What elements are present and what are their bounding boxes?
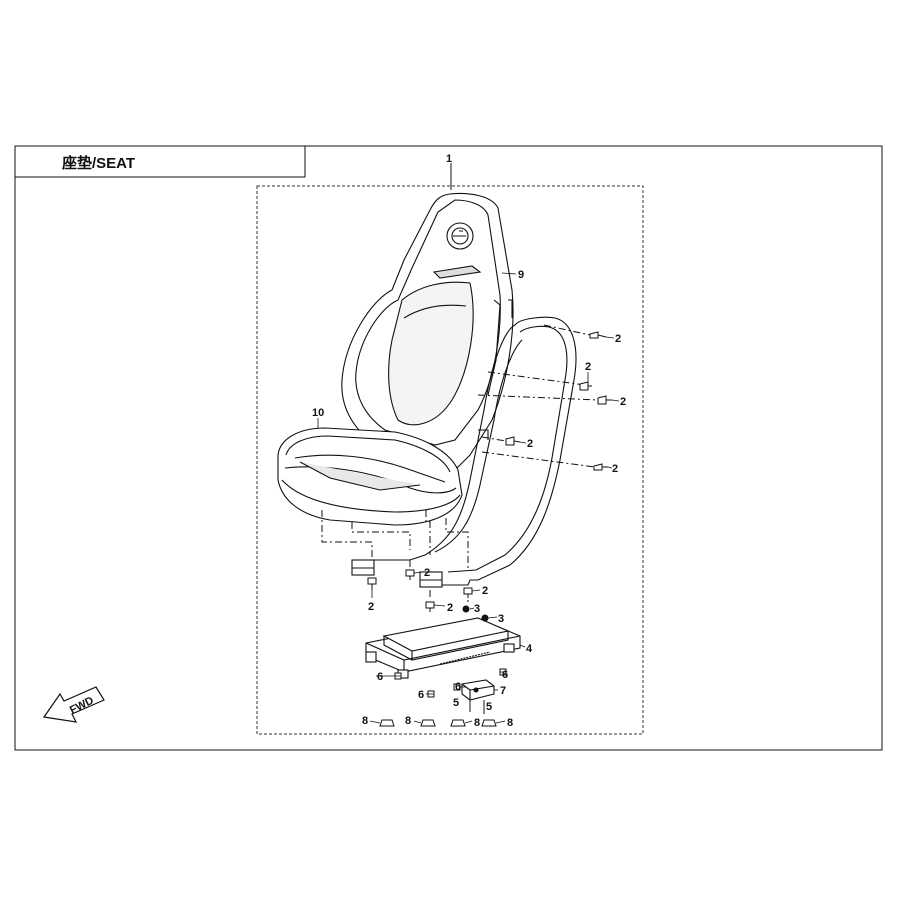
- callout-2: 2: [612, 463, 618, 475]
- page-title: 座垫/SEAT: [61, 154, 135, 172]
- callout-10: 10: [312, 407, 324, 419]
- callout-6: 6: [455, 681, 461, 693]
- callout-2: 2: [424, 567, 430, 579]
- callout-2: 2: [368, 601, 374, 613]
- fwd-arrow-icon: FWD: [42, 686, 105, 723]
- callout-labels: 1 9 10 2 2 2 2 2 2 2 2 2 3 3 4 5 5 6 6 6…: [312, 153, 626, 729]
- outer-frame: [14, 145, 883, 751]
- brand-script: [432, 265, 482, 279]
- callout-2: 2: [615, 333, 621, 345]
- callout-3: 3: [498, 613, 504, 625]
- callout-2: 2: [482, 585, 488, 597]
- bracket-part-7: [461, 679, 495, 701]
- callout-8: 8: [405, 715, 411, 727]
- callout-5: 5: [453, 697, 459, 709]
- callout-9: 9: [518, 269, 524, 281]
- callout-8: 8: [507, 717, 513, 729]
- callout-2: 2: [585, 361, 591, 373]
- callout-7: 7: [500, 685, 506, 697]
- callout-6: 6: [377, 671, 383, 683]
- mounting-plate: [365, 617, 521, 679]
- callout-2: 2: [620, 396, 626, 408]
- bolts: [367, 331, 612, 612]
- callout-5: 5: [486, 701, 492, 713]
- assembly-group-box: [256, 185, 644, 735]
- callout-4: 4: [526, 643, 533, 655]
- seat-frame-rails: [351, 299, 577, 588]
- callout-2: 2: [527, 438, 533, 450]
- seat-cushion: [277, 427, 463, 526]
- callout-1: 1: [446, 153, 452, 165]
- title-box: [15, 146, 306, 178]
- seat-back: [341, 192, 514, 471]
- callout-3: 3: [474, 603, 480, 615]
- leader-lines: [317, 272, 620, 724]
- callout-6: 6: [502, 669, 508, 681]
- callout-2: 2: [447, 602, 453, 614]
- callout-6: 6: [418, 689, 424, 701]
- callout-8: 8: [474, 717, 480, 729]
- callout-8: 8: [362, 715, 368, 727]
